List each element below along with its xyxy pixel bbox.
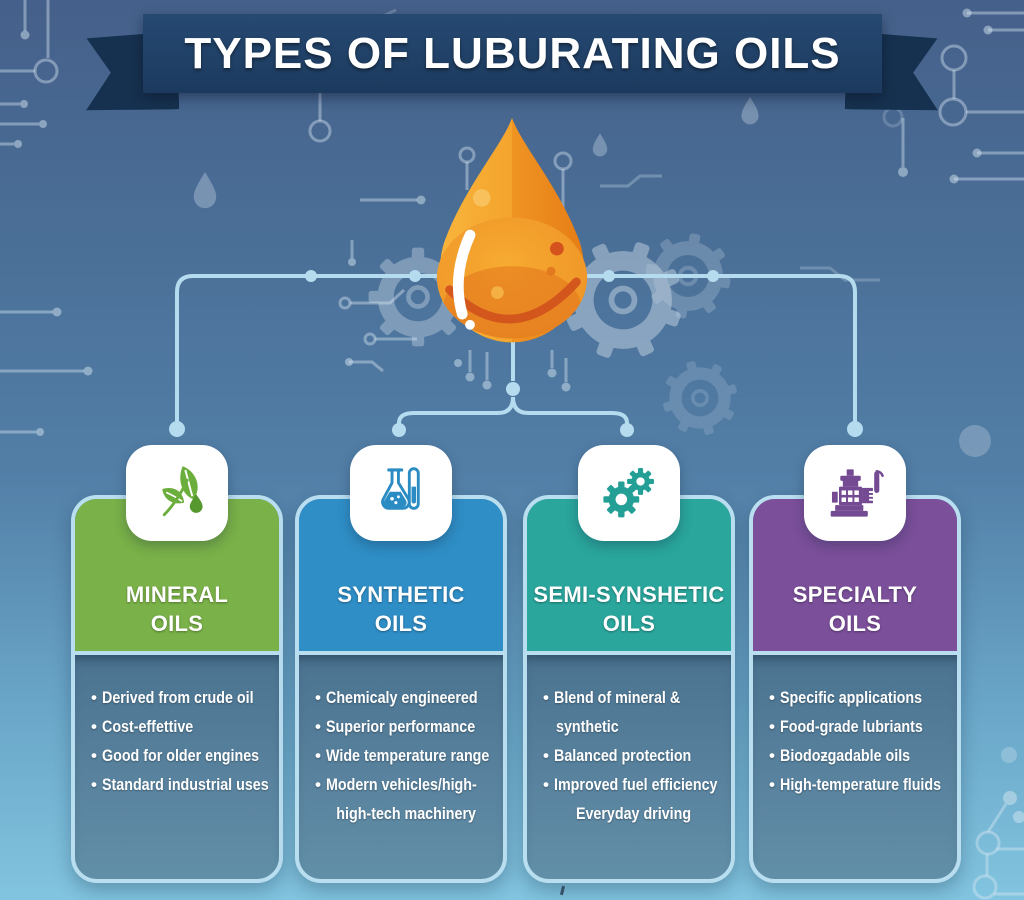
card-frame: SEMI-SYNSHETIC OILS Blend of mineral & s… <box>523 495 735 883</box>
card-body: Chemicaly engineered Superior performanc… <box>299 651 503 879</box>
leaf-droplet-icon <box>162 466 203 517</box>
bullet-item: Superior performance <box>315 712 497 741</box>
bullet-item: Balanced protection <box>543 741 725 770</box>
card-icon-box <box>126 445 228 541</box>
card-frame: SPECIALTY OILS Specific applications Foo… <box>749 495 961 883</box>
card-mineral-oils: MINERAL OILS Derived from crude oil Cost… <box>71 445 283 883</box>
bullet-item: Chemicaly engineered <box>315 683 497 712</box>
card-semi-synthetic-oils: SEMI-SYNSHETIC OILS Blend of mineral & s… <box>523 445 735 883</box>
bullet-item: Standard industrial uses <box>91 770 273 799</box>
card-title-line1: SYNTHETIC <box>337 582 465 607</box>
flask-test-tube-icon <box>381 467 420 510</box>
bullet-item-continuation: high-tech machinery <box>336 804 476 823</box>
card-title-line1: SPECIALTY <box>792 582 918 607</box>
stray-mark <box>559 885 566 896</box>
bullet-item: Wide temperature range <box>315 741 497 770</box>
bullet-item: Improved fuel efficiency <box>543 770 725 799</box>
card-body: Derived from crude oil Cost-effettive Go… <box>75 651 279 879</box>
card-title-line1: MINERAL <box>125 582 229 607</box>
gears-icon <box>603 468 654 518</box>
card-title-line2: OILS <box>828 611 882 636</box>
bullet-item: Good for older engines <box>91 741 273 770</box>
title-banner: TYPES OF LUBURATING OILS <box>143 14 882 93</box>
card-title-line1: SEMI-SYNSHETIC <box>533 582 725 607</box>
card-synthetic-oils: SYNTHETIC OILS Chemicaly engineered Supe… <box>295 445 507 883</box>
card-body: Specific applications Food-grade lubrian… <box>753 651 957 879</box>
card-icon-box <box>350 445 452 541</box>
soft-glow-dots <box>959 425 1017 763</box>
card-icon-box <box>804 445 906 541</box>
page-title: TYPES OF LUBURATING OILS <box>184 28 841 78</box>
bullet-item-continuation: Everyday driving <box>576 804 692 823</box>
bullet-item: Derived from crude oil <box>91 683 273 712</box>
card-title-line2: OILS <box>150 611 204 636</box>
card-icon-box <box>578 445 680 541</box>
bullet-item: Specific applications <box>769 683 951 712</box>
card-specialty-oils: SPECIALTY OILS Specific applications Foo… <box>749 445 961 883</box>
industrial-machine-icon <box>830 469 884 517</box>
card-body: Blend of mineral & synthetic Balanced pr… <box>527 651 731 879</box>
card-title-line2: OILS <box>602 611 656 636</box>
bullet-item: High-temperature fluids <box>769 770 951 799</box>
bullet-item: Cost-effettive <box>91 712 273 741</box>
card-frame: SYNTHETIC OILS Chemicaly engineered Supe… <box>295 495 507 883</box>
card-title-line2: OILS <box>374 611 428 636</box>
bullet-item: Food-grade lubriants <box>769 712 951 741</box>
bullet-item-continuation: synthetic <box>556 717 619 736</box>
bullet-item: Modern vehicles/high- <box>315 770 497 799</box>
oil-drop-graphic <box>436 117 588 343</box>
bullet-item: Biodoƶgadable oils <box>769 741 951 770</box>
card-frame: MINERAL OILS Derived from crude oil Cost… <box>71 495 283 883</box>
bullet-item: Blend of mineral & <box>543 683 725 712</box>
